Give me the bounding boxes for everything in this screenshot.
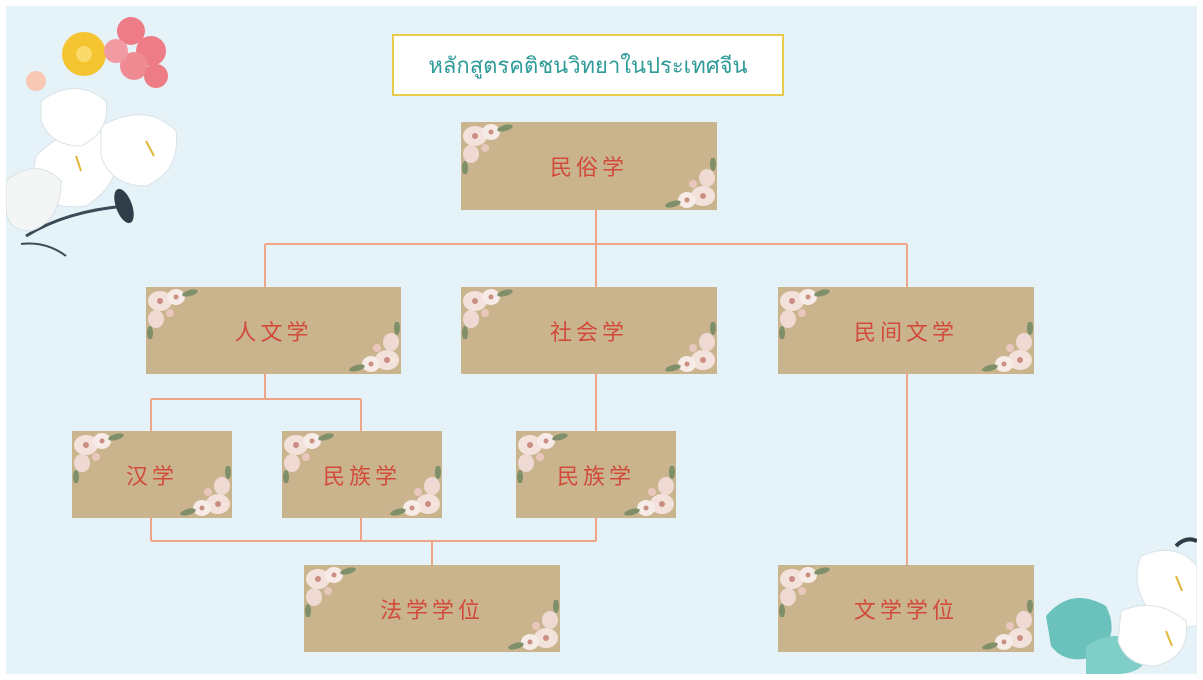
calla-lily-decoration-icon — [1046, 537, 1197, 674]
flower-decoration-icon — [982, 322, 1033, 372]
flower-decoration-icon — [349, 322, 400, 372]
node-folk-literature-label: 民间文学 — [853, 320, 958, 346]
node-ethnology-left: 民族学 — [282, 431, 442, 518]
node-literature-degree: 文学学位 — [778, 565, 1034, 652]
node-ethnology-right: 民族学 — [516, 431, 676, 518]
flower-decoration-icon — [517, 433, 568, 483]
diagram-title: หลักสูตรคติชนวิทยาในประเทศจีน — [392, 34, 784, 96]
flower-decoration-icon — [665, 158, 716, 208]
flower-decoration-icon — [73, 433, 124, 483]
flower-decoration-icon — [779, 289, 830, 339]
node-literature-degree-label: 文学学位 — [853, 598, 958, 624]
flower-decoration-icon — [462, 289, 513, 339]
node-sociology-label: 社会学 — [549, 320, 628, 346]
connector-lines — [150, 210, 908, 565]
node-han-studies-label: 汉学 — [125, 464, 178, 490]
flower-decoration-icon — [305, 567, 356, 617]
node-humanities-label: 人文学 — [234, 320, 313, 346]
slide-canvas: หลักสูตรคติชนวิทยาในประเทศจีน 民俗学 人文学 社会… — [6, 6, 1197, 674]
node-han-studies: 汉学 — [72, 431, 232, 518]
node-sociology: 社会学 — [461, 287, 717, 374]
flower-decoration-icon — [462, 124, 513, 174]
flower-decoration-icon — [982, 600, 1033, 650]
flower-decoration-icon — [624, 466, 675, 516]
node-folk-literature: 民间文学 — [778, 287, 1034, 374]
node-ethnology-right-label: 民族学 — [556, 464, 635, 490]
flower-decoration-icon — [6, 17, 178, 257]
node-humanities: 人文学 — [146, 287, 401, 374]
flower-decoration-icon — [283, 433, 334, 483]
flower-decoration-icon — [779, 567, 830, 617]
node-law-degree-label: 法学学位 — [379, 598, 484, 624]
flower-decoration-icon — [147, 289, 198, 339]
flower-decoration-icon — [180, 466, 231, 516]
node-root-label: 民俗学 — [549, 156, 628, 181]
flower-decoration-icon — [390, 466, 441, 516]
flower-decoration-icon — [508, 600, 559, 650]
node-root: 民俗学 — [461, 122, 717, 210]
node-ethnology-left-label: 民族学 — [322, 464, 401, 490]
node-law-degree: 法学学位 — [304, 565, 560, 652]
diagram-title-text: หลักสูตรคติชนวิทยาในประเทศจีน — [428, 53, 748, 79]
flower-decoration-icon — [665, 322, 716, 372]
